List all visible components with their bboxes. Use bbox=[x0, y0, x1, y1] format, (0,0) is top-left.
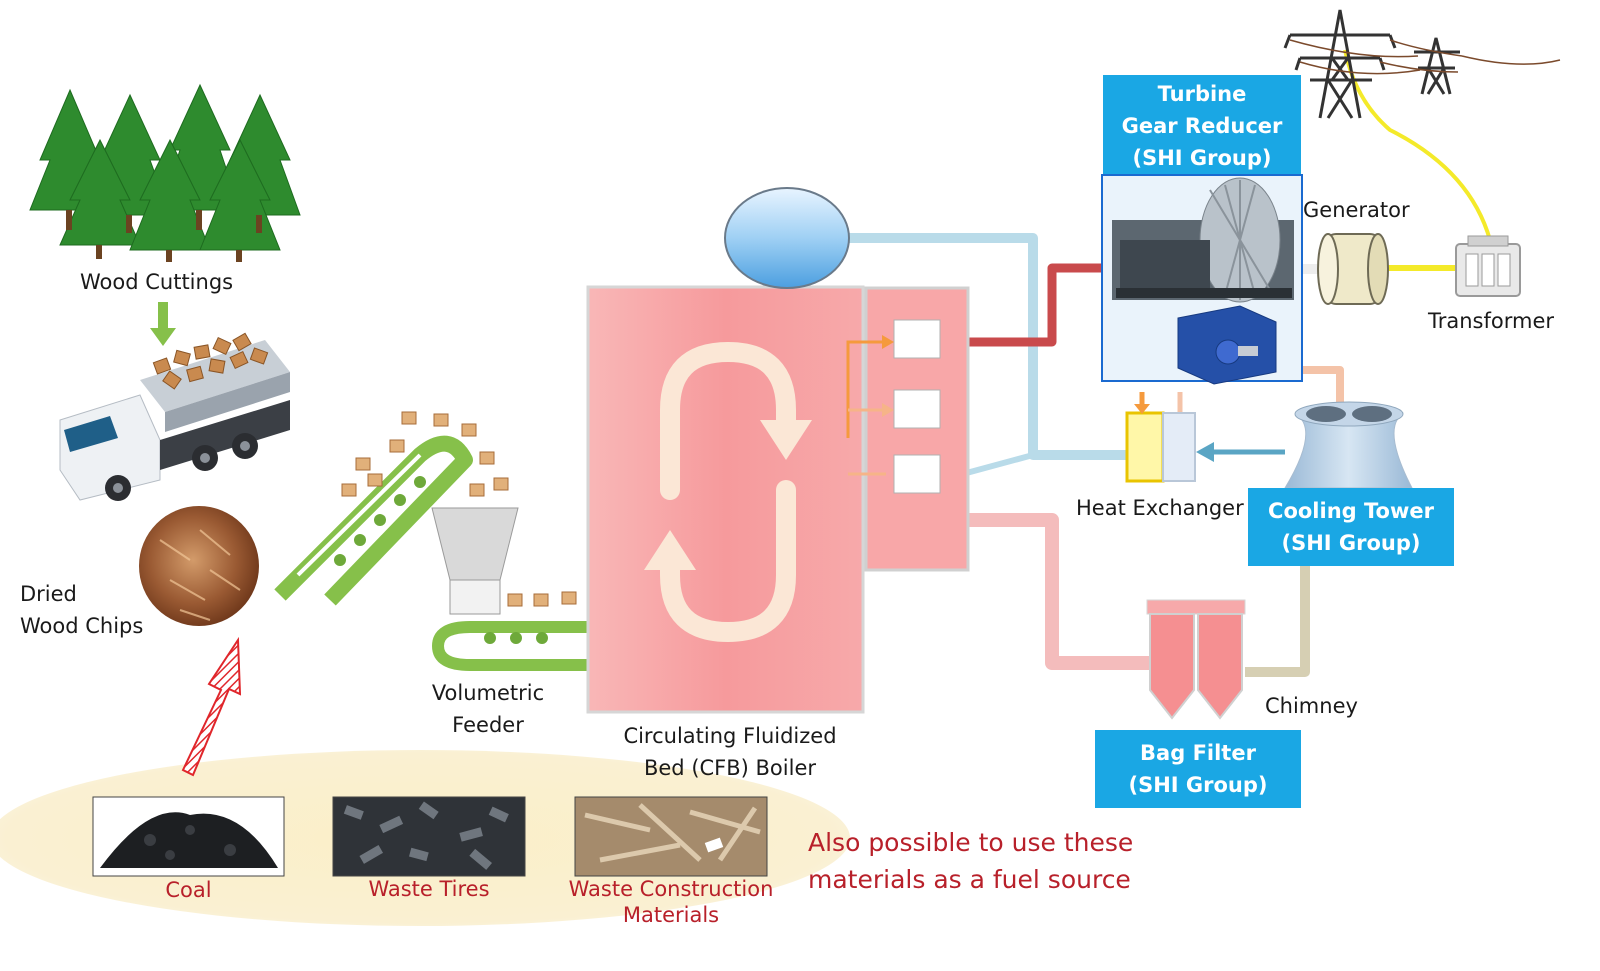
horizontal-feeder-conveyor bbox=[431, 621, 590, 671]
power-tower-small-icon bbox=[1414, 37, 1460, 95]
bag-filter-label-box: Bag Filter (SHI Group) bbox=[1095, 730, 1301, 808]
pipe-filter-to-chimney bbox=[1245, 566, 1310, 677]
alt-fuel-note-1: Also possible to use these bbox=[808, 828, 1134, 857]
cooling-tower-label-line-2: (SHI Group) bbox=[1281, 531, 1421, 555]
label-chimney: Chimney bbox=[1265, 694, 1358, 718]
power-tower-icon bbox=[1283, 9, 1397, 119]
label-cfb-boiler-1: Circulating Fluidized bbox=[623, 724, 837, 748]
heat-exchanger-icon bbox=[1125, 392, 1196, 483]
label-transformer: Transformer bbox=[1428, 309, 1555, 333]
pipe-steam-to-turbine bbox=[942, 263, 1115, 347]
waste-tires-image bbox=[332, 796, 526, 877]
green-down-arrow-icon bbox=[150, 302, 176, 346]
gear-reducer-icon bbox=[1177, 305, 1277, 385]
bag-filter-label-line-1: Bag Filter bbox=[1140, 741, 1256, 765]
label-generator: Generator bbox=[1303, 198, 1410, 222]
turbine-label-line-2: Gear Reducer bbox=[1121, 114, 1283, 138]
cooling-tower-icon bbox=[1284, 401, 1413, 489]
generator-icon bbox=[1317, 233, 1389, 305]
turbine-icon bbox=[1112, 177, 1294, 303]
bag-filter-icon bbox=[1146, 599, 1246, 720]
label-volumetric-feeder-2: Feeder bbox=[452, 713, 524, 737]
bag-filter-label-line-2: (SHI Group) bbox=[1128, 773, 1268, 797]
pipe-turbine-to-tower bbox=[1300, 366, 1344, 403]
pipe-flue-to-filter bbox=[968, 513, 1155, 670]
transformer-icon bbox=[1455, 235, 1521, 297]
label-wood-cuttings: Wood Cuttings bbox=[80, 270, 234, 294]
label-dried-wood-chips-1: Dried bbox=[20, 582, 77, 606]
label-heat-exchanger: Heat Exchanger bbox=[1076, 496, 1244, 520]
inclined-conveyor bbox=[274, 435, 473, 606]
label-volumetric-feeder-1: Volumetric bbox=[431, 681, 545, 705]
label-waste-tires: Waste Tires bbox=[368, 877, 490, 901]
alt-fuel-note-2: materials as a fuel source bbox=[808, 865, 1131, 894]
wood-chips-icon bbox=[139, 506, 259, 626]
label-waste-construction-2: Materials bbox=[622, 903, 720, 927]
waste-construction-image bbox=[574, 796, 768, 877]
circulation-arrows bbox=[660, 341, 796, 643]
red-up-arrow-icon bbox=[181, 636, 242, 777]
cooling-tower-label-line-1: Cooling Tower bbox=[1268, 499, 1434, 523]
label-coal: Coal bbox=[165, 878, 212, 902]
turbine-label-line-1: Turbine bbox=[1157, 82, 1247, 106]
coal-image bbox=[92, 796, 285, 877]
feeder-hopper bbox=[431, 507, 519, 581]
forest-icon bbox=[29, 83, 301, 262]
turbine-label-line-3: (SHI Group) bbox=[1132, 146, 1272, 170]
cooling-tower-label-box: Cooling Tower (SHI Group) bbox=[1248, 488, 1454, 566]
steam-drum bbox=[724, 187, 850, 289]
turbine-label-box: Turbine Gear Reducer (SHI Group) bbox=[1103, 75, 1301, 174]
label-waste-construction-1: Waste Construction bbox=[568, 877, 774, 901]
label-cfb-boiler-2: Bed (CFB) Boiler bbox=[643, 756, 817, 780]
truck-icon bbox=[59, 332, 290, 501]
falling-chips bbox=[341, 411, 509, 497]
label-dried-wood-chips-2: Wood Chips bbox=[20, 614, 144, 638]
